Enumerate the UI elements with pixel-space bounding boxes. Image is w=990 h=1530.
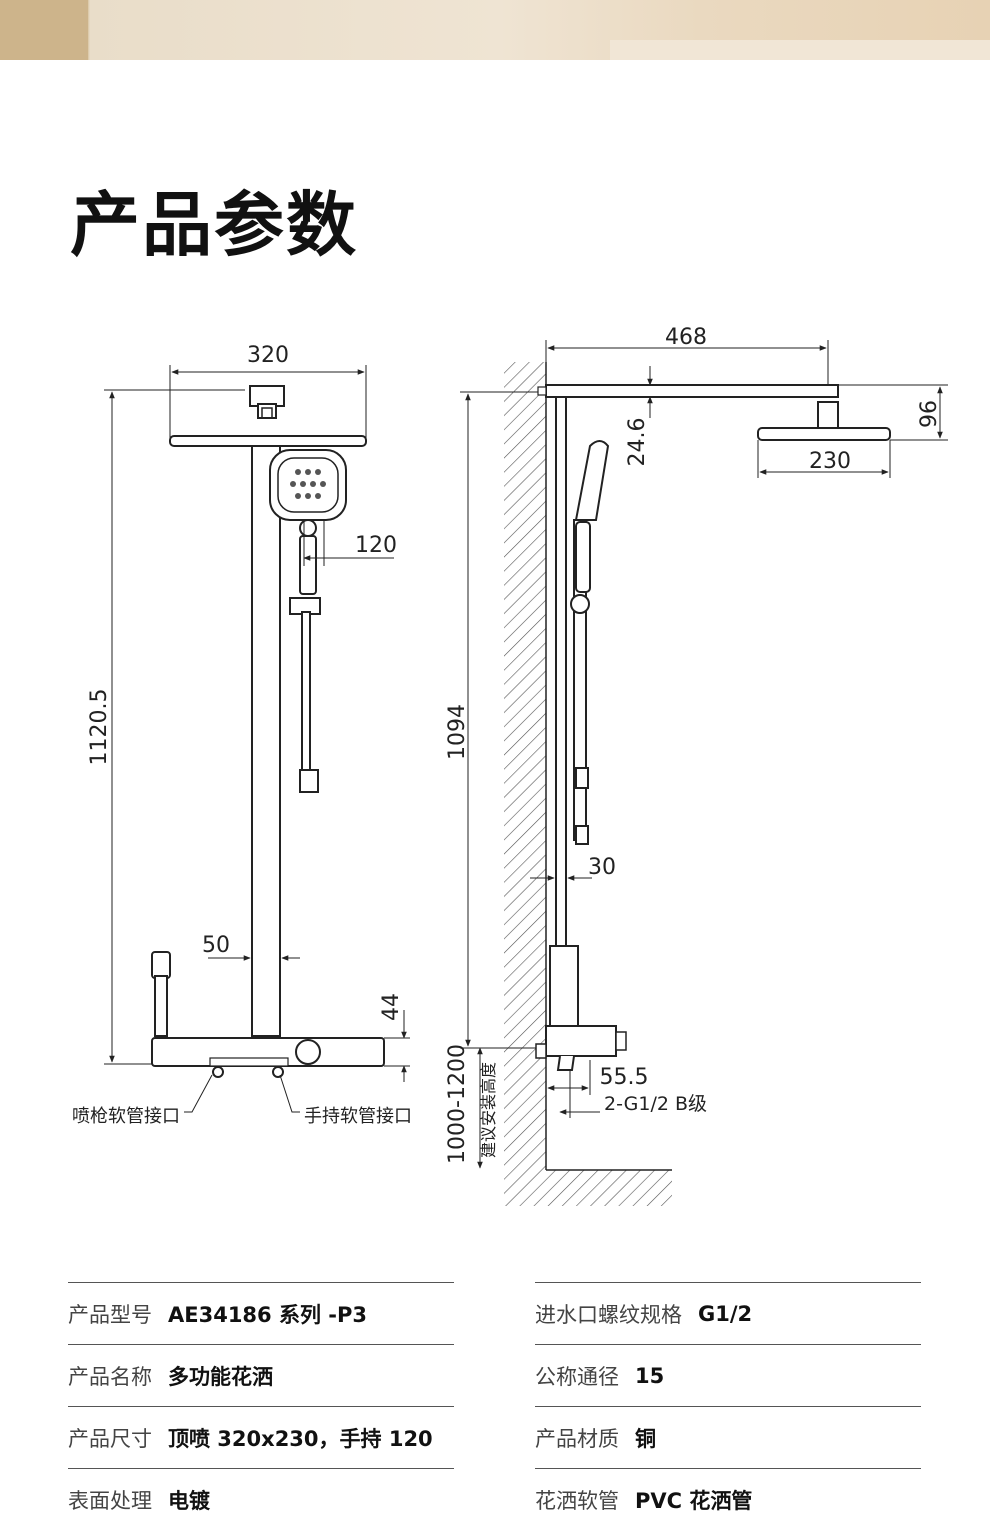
top-banner [0, 0, 990, 60]
spec-row: 产品材质 铜 [535, 1406, 921, 1468]
technical-drawing: 320 120 1120.5 50 44 喷枪软管接口 手持软管接口 [72, 325, 948, 1206]
dim-inlet-depth: 55.5 [600, 1065, 649, 1090]
spec-label: 进水口螺纹规格 [535, 1302, 682, 1327]
dim-arm-clearance: 24.6 [625, 418, 650, 467]
dim-pipe-gap: 30 [588, 855, 616, 880]
spec-row: 公称通径 15 [535, 1344, 921, 1406]
banner-swatch [0, 0, 88, 60]
page-title: 产品参数 [70, 184, 358, 266]
spec-label: 产品名称 [68, 1364, 152, 1389]
spec-label: 产品材质 [535, 1426, 619, 1451]
spec-row: 产品型号 AE34186 系列 -P3 [68, 1282, 454, 1344]
banner-shelf [610, 40, 990, 60]
spec-label: 公称通径 [535, 1364, 619, 1389]
front-view [104, 365, 410, 1113]
side-view-labels: 468 96 24.6 230 1094 30 55.5 2-G1/2 B级 1… [445, 325, 942, 1164]
dim-total-height: 1120.5 [87, 689, 112, 766]
dim-handheld-width: 120 [355, 533, 397, 558]
dim-pipe-height: 1094 [445, 704, 470, 760]
spec-table-right: 进水口螺纹规格 G1/2 公称通径 15 产品材质 铜 花洒软管 PVC 花洒管 [535, 1282, 921, 1530]
spec-row: 表面处理 电镀 [68, 1468, 454, 1530]
dim-head-thickness: 96 [917, 400, 942, 428]
spec-row: 产品尺寸 顶喷 320x230，手持 120 [68, 1406, 454, 1468]
spec-table-left: 产品型号 AE34186 系列 -P3 产品名称 多功能花洒 产品尺寸 顶喷 3… [68, 1282, 454, 1530]
spec-row: 进水口螺纹规格 G1/2 [535, 1282, 921, 1344]
spec-value: 顶喷 320x230，手持 120 [168, 1426, 433, 1451]
spec-label: 产品型号 [68, 1302, 152, 1327]
label-handheld-hose-port: 手持软管接口 [304, 1106, 412, 1127]
side-view [460, 340, 948, 1206]
label-install-height-note: 建议安装高度 [479, 1062, 498, 1158]
dim-base-height: 44 [379, 993, 404, 1021]
dim-arm-length: 468 [665, 325, 707, 350]
spec-value: 15 [635, 1363, 665, 1388]
spec-value: G1/2 [698, 1301, 753, 1326]
spec-value: 多功能花洒 [168, 1364, 273, 1389]
dim-head-diameter: 230 [809, 449, 851, 474]
dim-install-height: 1000-1200 [445, 1044, 470, 1164]
label-spray-gun-hose-port: 喷枪软管接口 [72, 1106, 180, 1127]
label-thread-spec: 2-G1/2 B级 [604, 1093, 707, 1115]
spec-value: 铜 [635, 1426, 656, 1451]
dim-width-top: 320 [247, 343, 289, 368]
spec-row: 花洒软管 PVC 花洒管 [535, 1468, 921, 1530]
spec-value: AE34186 系列 -P3 [168, 1302, 367, 1327]
spec-label: 产品尺寸 [68, 1426, 152, 1451]
spec-row: 产品名称 多功能花洒 [68, 1344, 454, 1406]
front-view-labels: 320 120 1120.5 50 44 喷枪软管接口 手持软管接口 [72, 343, 412, 1127]
dim-pipe-offset: 50 [202, 933, 230, 958]
